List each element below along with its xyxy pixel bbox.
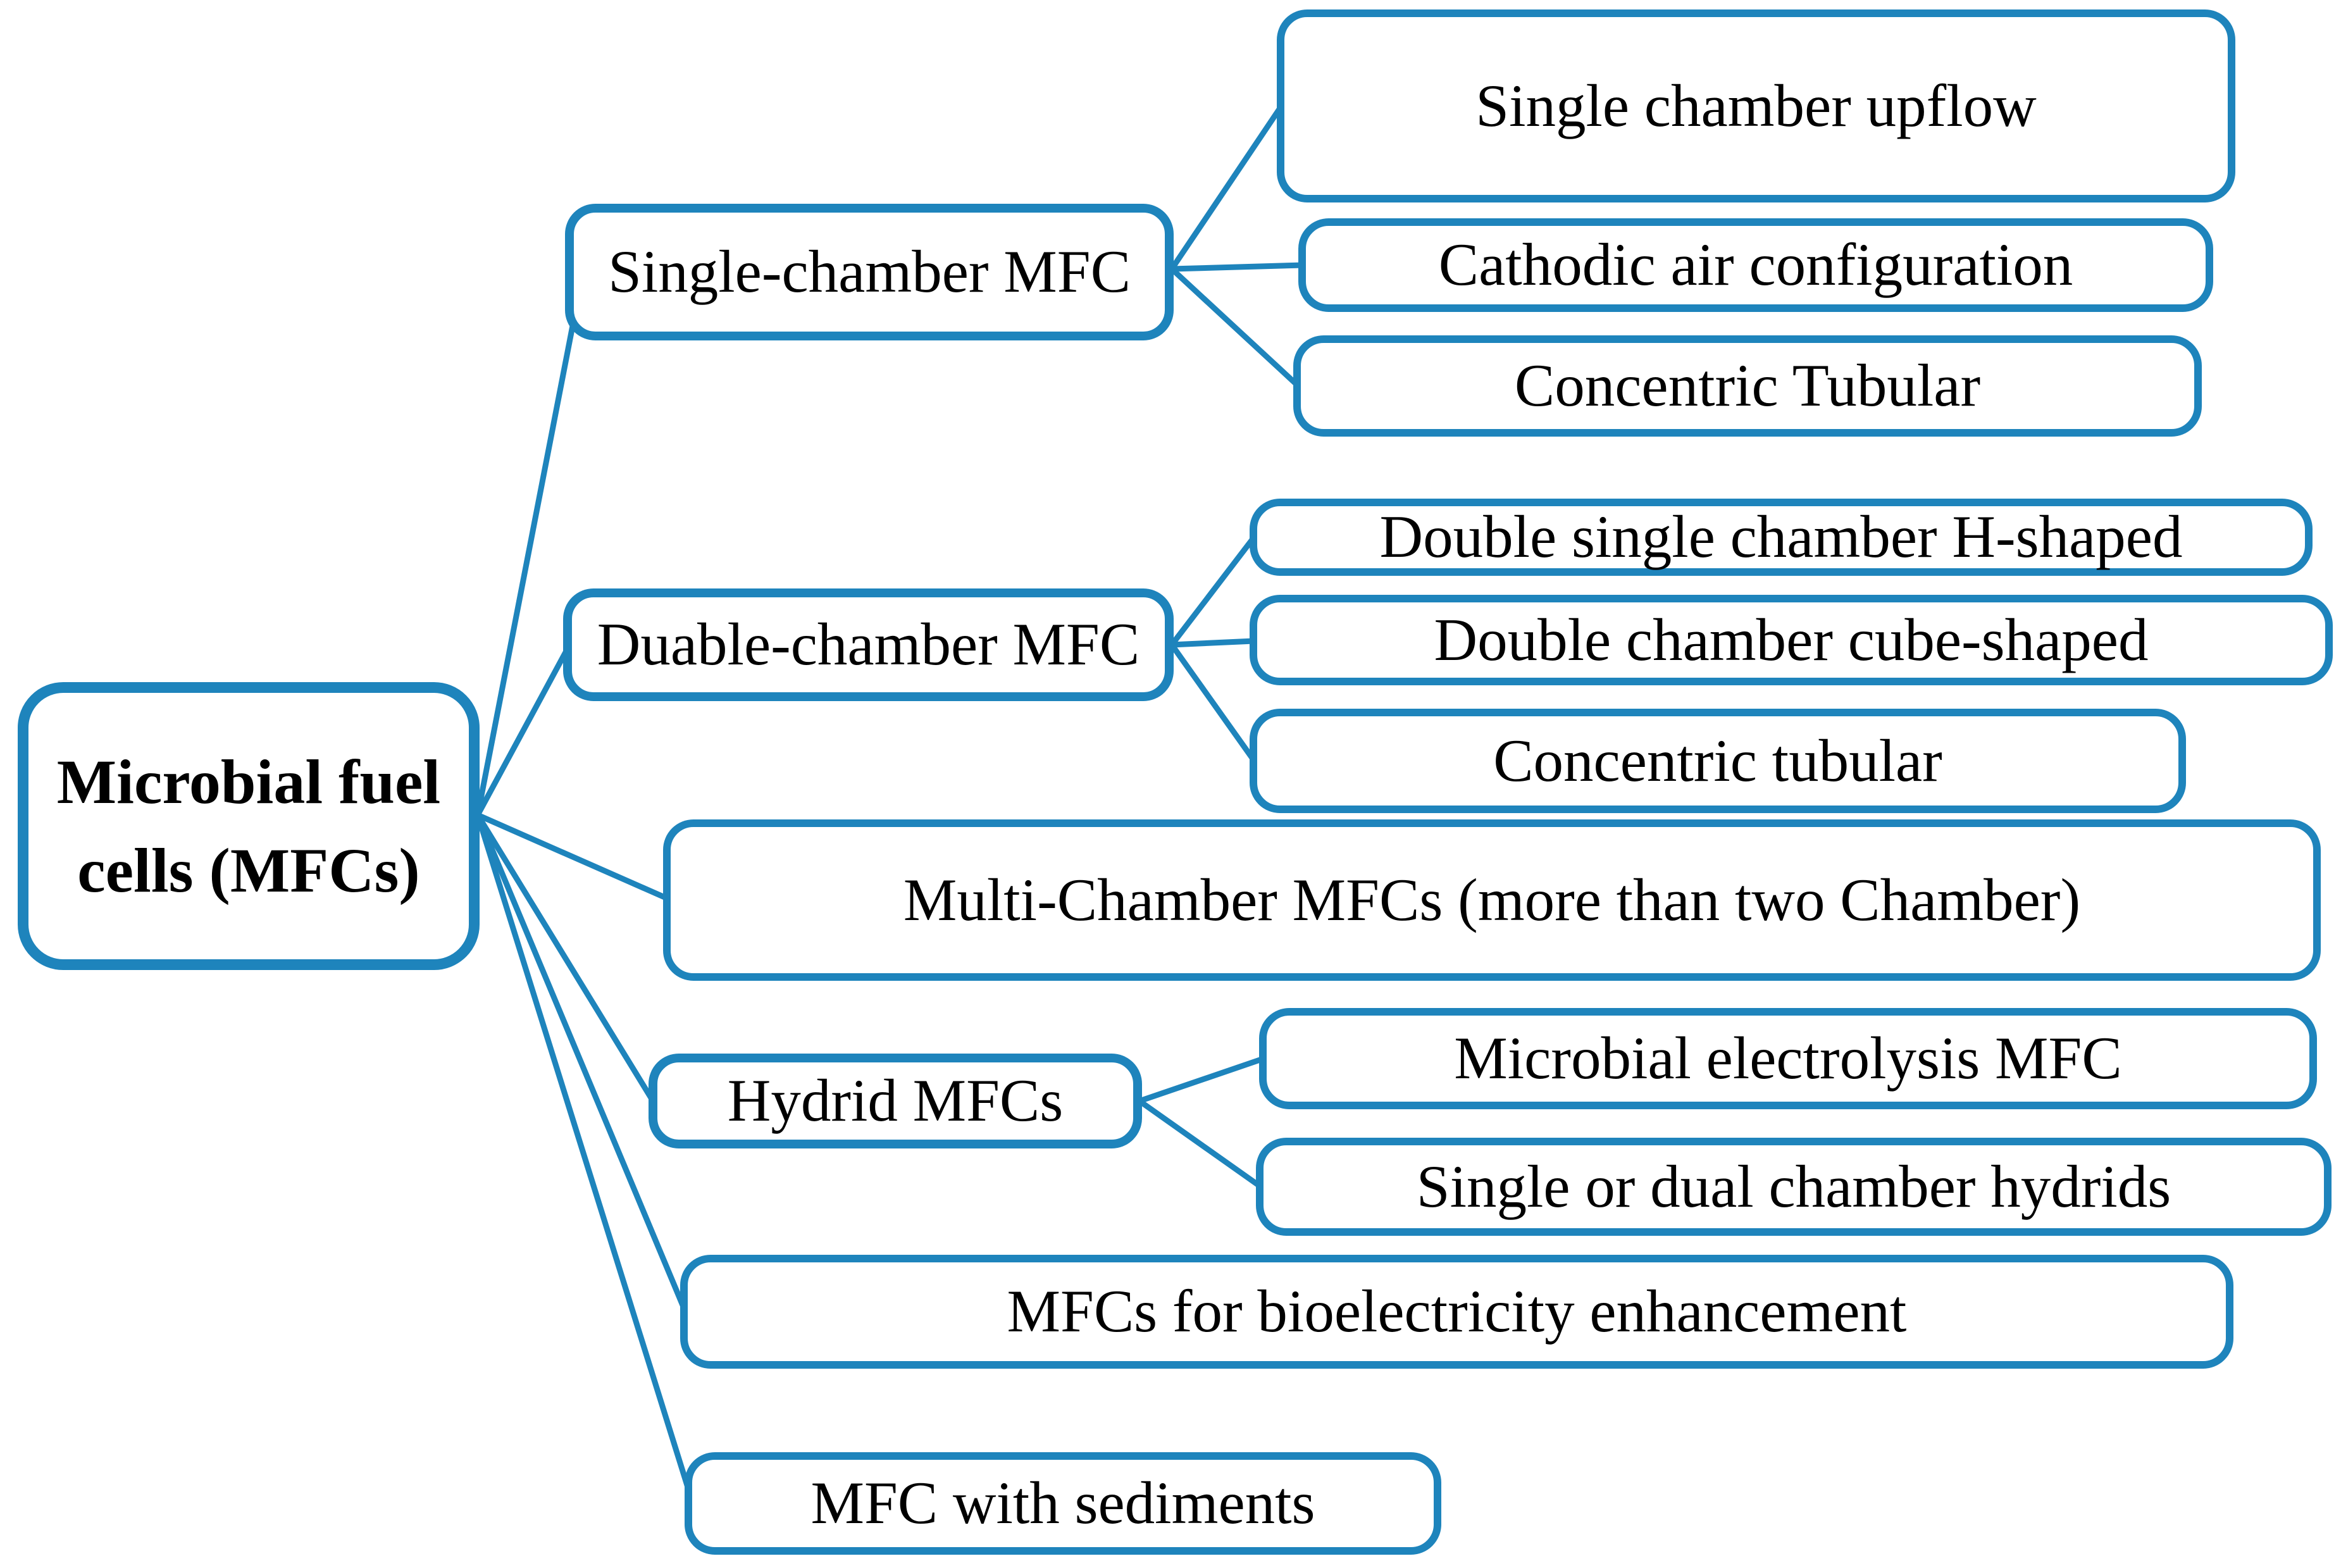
node-label: Microbial fuel bbox=[56, 746, 441, 817]
connector-root-to-duable-chamber bbox=[475, 647, 570, 817]
connector-hydrid-to-electrolysis bbox=[1138, 1055, 1265, 1104]
node-label: Microbial electrolysis MFC bbox=[1454, 1024, 2122, 1092]
connector-root-to-hydrid bbox=[475, 813, 655, 1103]
node-label: Double single chamber H-shaped bbox=[1379, 503, 2183, 571]
node-mfc-with-sediments: MFC with sediments bbox=[685, 1452, 1441, 1555]
node-cathodic-air-configuration: Cathodic air configuration bbox=[1298, 218, 2213, 312]
node-label: Cathodic air configuration bbox=[1438, 231, 2073, 299]
node-label: MFCs for bioelectricity enhancement bbox=[1007, 1278, 1907, 1345]
node-microbial-electrolysis-mfc: Microbial electrolysis MFC bbox=[1259, 1008, 2317, 1109]
node-multi-chamber-mfcs: Multi-Chamber MFCs (more than two Chambe… bbox=[663, 819, 2321, 981]
connector-single-chamber-to-concentric-tubular bbox=[1169, 266, 1301, 389]
node-label: Multi-Chamber MFCs (more than two Chambe… bbox=[903, 866, 2081, 933]
node-double-single-chamber-h-shaped: Double single chamber H-shaped bbox=[1250, 499, 2313, 576]
node-label: Single-chamber MFC bbox=[608, 238, 1131, 306]
node-label: Single or dual chamber hydrids bbox=[1416, 1152, 2171, 1220]
node-concentric-tubular-double: Concentric tubular bbox=[1250, 709, 2186, 813]
node-single-chamber-upflow: Single chamber upflow bbox=[1277, 9, 2235, 202]
node-label: Concentric Tubular bbox=[1514, 352, 1981, 420]
connector-single-chamber-to-upflow bbox=[1169, 104, 1284, 271]
connector-root-to-single-chamber bbox=[475, 325, 576, 816]
connector-single-chamber-to-cathodic bbox=[1171, 262, 1304, 272]
connector-duable-to-concentric-tubular bbox=[1169, 643, 1257, 762]
node-microbial-fuel-cells: Microbial fuel cells (MFCs) bbox=[18, 682, 480, 970]
node-double-chamber-cube-shaped: Double chamber cube-shaped bbox=[1250, 595, 2333, 685]
node-label: Concentric tubular bbox=[1493, 726, 1942, 794]
node-label: Single chamber upflow bbox=[1475, 72, 2037, 139]
node-label: cells (MFCs) bbox=[77, 835, 420, 905]
node-label: Hydrid MFCs bbox=[727, 1067, 1064, 1135]
node-concentric-tubular-single: Concentric Tubular bbox=[1293, 335, 2202, 437]
connector-root-to-multi-chamber bbox=[476, 812, 669, 902]
node-hydrid-mfcs: Hydrid MFCs bbox=[649, 1054, 1142, 1148]
connector-duable-to-cube-shaped bbox=[1171, 638, 1255, 648]
connector-hydrid-to-single-dual bbox=[1138, 1098, 1262, 1189]
node-label: MFC with sediments bbox=[810, 1469, 1315, 1537]
connector-root-to-sediments bbox=[475, 814, 693, 1495]
node-mfcs-for-bioelectricity-enhancement: MFCs for bioelectricity enhancement bbox=[680, 1255, 2233, 1369]
node-label: Duable-chamber MFC bbox=[597, 611, 1140, 678]
node-duable-chamber-mfc: Duable-chamber MFC bbox=[563, 588, 1174, 701]
node-single-or-dual-chamber-hydrids: Single or dual chamber hydrids bbox=[1256, 1138, 2332, 1236]
node-single-chamber-mfc: Single-chamber MFC bbox=[565, 204, 1174, 340]
node-label: Double chamber cube-shaped bbox=[1434, 606, 2149, 673]
connector-root-to-bioelectricity bbox=[475, 814, 688, 1311]
connector-duable-to-h-shaped bbox=[1169, 535, 1257, 647]
